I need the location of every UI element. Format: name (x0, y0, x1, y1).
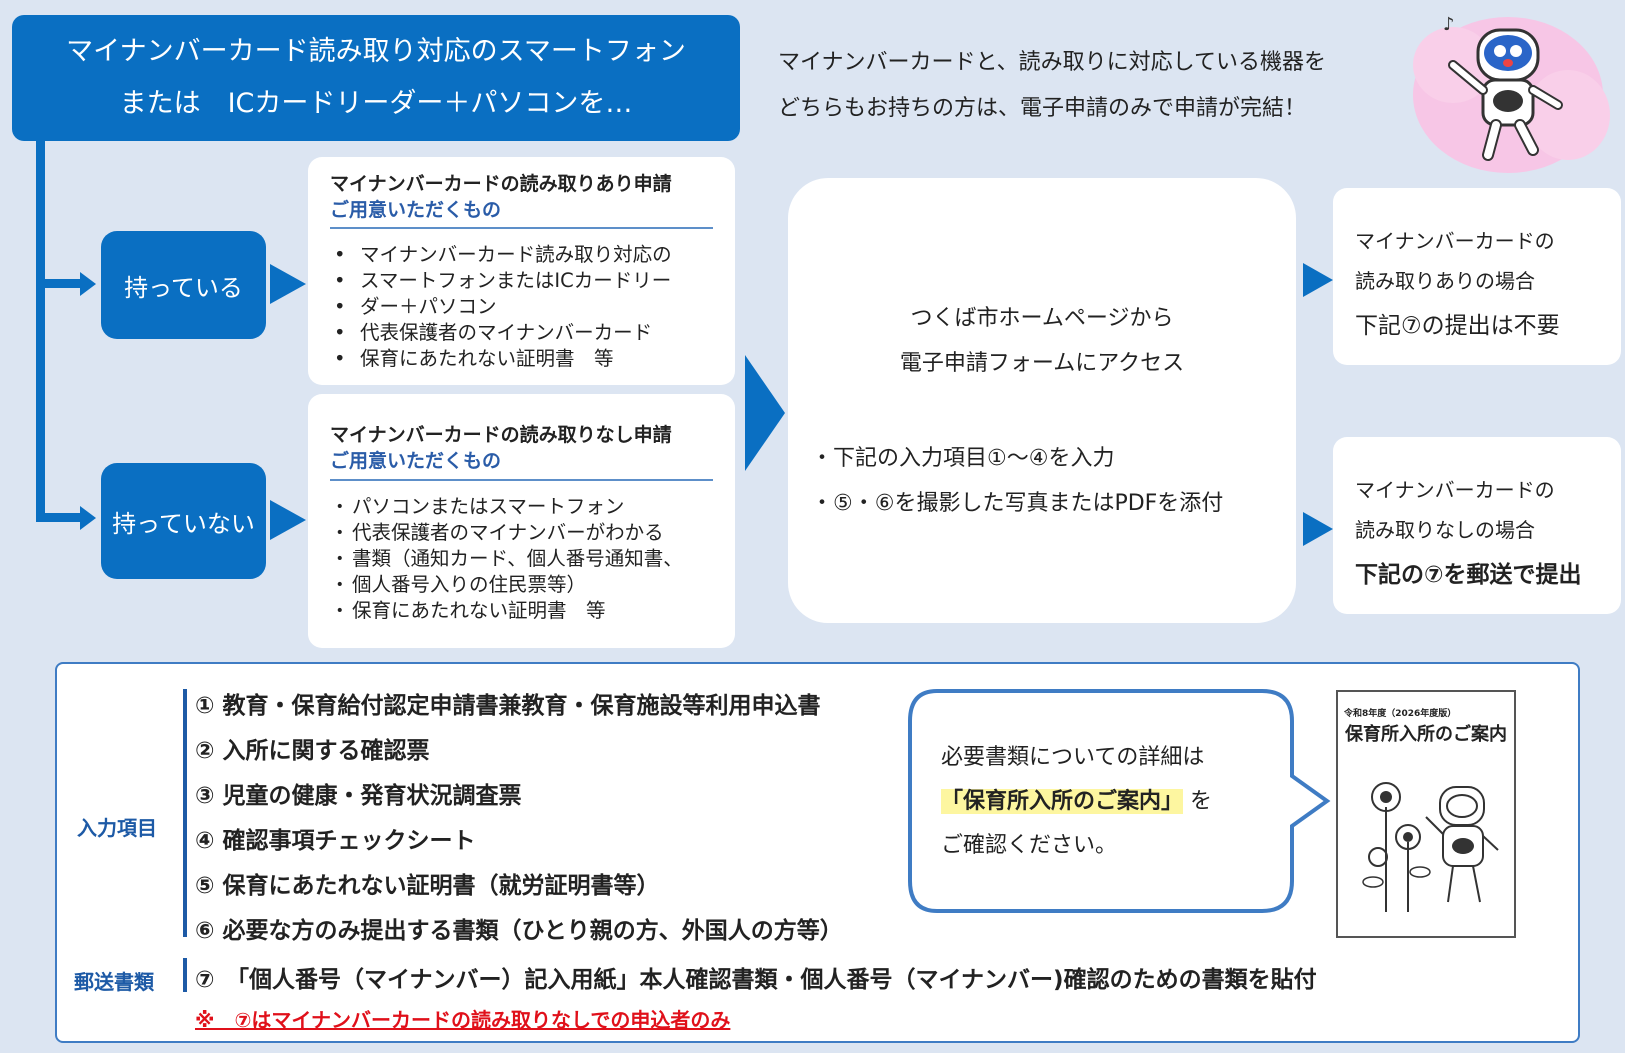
flow-arrowhead-have (80, 272, 96, 296)
intro-line1: マイナンバーカードと、読み取りに対応している機器を (778, 50, 1327, 75)
header-line2: または ICカードリーダー＋パソコンを… (119, 88, 633, 119)
booklet-thumbnail: 令和8年度（2026年度版） 保育所入所のご案内 (1336, 690, 1516, 938)
result-without-reader-line3: 下記の⑦を郵送で提出 (1355, 562, 1582, 588)
card-with-reader: マイナンバーカードの読み取りあり申請 ご用意いただくもの マイナンバーカード読み… (308, 157, 735, 385)
list-item: パソコンまたはスマートフォン (330, 494, 717, 520)
input-item: ① 教育・保育給付認定申請書兼教育・保育施設等利用申込書 (195, 693, 821, 719)
card-with-reader-title: マイナンバーカードの読み取りあり申請 (330, 173, 672, 195)
branch-have-not-pill: 持っていない (101, 463, 266, 579)
center-step2: ・⑤・⑥を撮影した写真またはPDFを添付 (811, 491, 1224, 516)
booklet-title: 保育所入所のご案内 (1345, 724, 1507, 745)
list-item: 保育にあたれない証明書 等 (330, 598, 717, 624)
card-without-reader-title: マイナンバーカードの読み取りなし申請 (330, 424, 672, 446)
center-line2: 電子申請フォームにアクセス (899, 351, 1185, 376)
arrow-have-not-to-card (270, 500, 306, 540)
center-line1: つくば市ホームページから (910, 306, 1174, 331)
list-item: スマートフォンまたはICカードリー (330, 268, 717, 294)
result-with-reader: マイナンバーカードの 読み取りありの場合 下記⑦の提出は不要 (1333, 188, 1621, 365)
list-item: 書類（通知カード、個人番号通知書、 (330, 546, 717, 572)
input-item: ③ 児童の健康・発育状況調査票 (195, 783, 522, 809)
result-with-reader-line1: マイナンバーカードの (1355, 229, 1555, 253)
intro-line2: どちらもお持ちの方は、電子申請のみで申請が完結！ (778, 96, 1307, 121)
input-item: ⑥ 必要な方のみ提出する書類（ひとり親の方、外国人の方等） (195, 918, 843, 944)
result-with-reader-line2: 読み取りありの場合 (1355, 269, 1535, 293)
bubble-line2-suffix: を (1190, 789, 1213, 814)
arrow-to-center (745, 355, 785, 471)
intro-text: マイナンバーカードと、読み取りに対応している機器を どちらもお持ちの方は、電子申… (778, 40, 1326, 132)
list-item: 代表保護者のマイナンバーカード (330, 320, 717, 346)
list-item: ダー＋パソコン (330, 294, 717, 320)
result-without-reader-line2: 読み取りなしの場合 (1355, 518, 1535, 542)
arrow-to-result-with-reader (1303, 263, 1333, 297)
booklet-illustration (1362, 782, 1499, 912)
branch-have-pill: 持っている (101, 231, 266, 339)
list-item: マイナンバーカード読み取り対応の (330, 242, 717, 268)
result-with-reader-line3: 下記⑦の提出は不要 (1355, 313, 1560, 339)
flow-vertical-line (36, 140, 45, 522)
flow-branch-line-have-not (36, 513, 86, 522)
list-item: 個人番号入りの住民票等） (330, 572, 717, 598)
svg-text:♪: ♪ (1443, 14, 1455, 35)
flow-branch-line-have (36, 279, 86, 288)
result-without-reader-line1: マイナンバーカードの (1355, 478, 1555, 502)
arrow-have-to-card (270, 264, 306, 304)
result-without-reader: マイナンバーカードの 読み取りなしの場合 下記の⑦を郵送で提出 (1333, 437, 1621, 614)
branch-have-label: 持っている (124, 273, 243, 302)
flow-arrowhead-have-not (80, 506, 96, 530)
booklet-name-highlight: 「保育所入所のご案内」 (941, 789, 1184, 814)
card-with-reader-list: マイナンバーカード読み取り対応の スマートフォンまたはICカードリー ダー＋パソ… (330, 242, 717, 372)
branch-have-not-label: 持っていない (112, 509, 255, 538)
arrow-to-result-without-reader (1303, 512, 1333, 546)
mail-items-bar (183, 958, 187, 992)
mail-item: ⑦ 「個人番号（マイナンバー）記入用紙」本人確認書類・個人番号（マイナンバー)確… (195, 967, 1317, 993)
divider (330, 227, 713, 229)
mascot-illustration: ♪ (1413, 14, 1610, 173)
header-line1: マイナンバーカード読み取り対応のスマートフォン (66, 36, 686, 67)
card-without-reader-subtitle: ご用意いただくもの (330, 450, 502, 472)
input-items-bar (183, 689, 187, 937)
note-text: ※ ⑦はマイナンバーカードの読み取りなしでの申込者のみ (195, 1008, 731, 1032)
center-step1: ・下記の入力項目①～④を入力 (811, 446, 1115, 471)
bubble-line3: ご確認ください。 (941, 833, 1118, 858)
list-item: 保育にあたれない証明書 等 (330, 346, 717, 372)
input-item: ④ 確認事項チェックシート (195, 828, 476, 854)
input-items-label: 入力項目 (77, 816, 157, 840)
mail-documents-label: 郵送書類 (74, 970, 154, 994)
card-with-reader-subtitle: ご用意いただくもの (330, 199, 502, 221)
center-access-box: つくば市ホームページから 電子申請フォームにアクセス ・下記の入力項目①～④を入… (788, 178, 1296, 623)
header-box: マイナンバーカード読み取り対応のスマートフォン または ICカードリーダー＋パソ… (12, 15, 740, 141)
input-item: ② 入所に関する確認票 (195, 738, 430, 764)
booklet-small-text: 令和8年度（2026年度版） (1344, 709, 1457, 719)
bubble-line1: 必要書類についての詳細は (941, 745, 1205, 770)
card-without-reader-list: パソコンまたはスマートフォン 代表保護者のマイナンバーがわかる 書類（通知カード… (330, 494, 717, 624)
documents-panel: 入力項目 郵送書類 ① 教育・保育給付認定申請書兼教育・保育施設等利用申込書 ②… (55, 662, 1580, 1043)
list-item: 代表保護者のマイナンバーがわかる (330, 520, 717, 546)
input-item: ⑤ 保育にあたれない証明書（就労証明書等） (195, 873, 660, 899)
card-without-reader: マイナンバーカードの読み取りなし申請 ご用意いただくもの パソコンまたはスマート… (308, 394, 735, 648)
divider (330, 479, 713, 481)
bubble-line2: 「保育所入所のご案内」 を (941, 780, 1212, 824)
bubble-text: 必要書類についての詳細は 「保育所入所のご案内」 を ご確認ください。 (941, 736, 1212, 868)
